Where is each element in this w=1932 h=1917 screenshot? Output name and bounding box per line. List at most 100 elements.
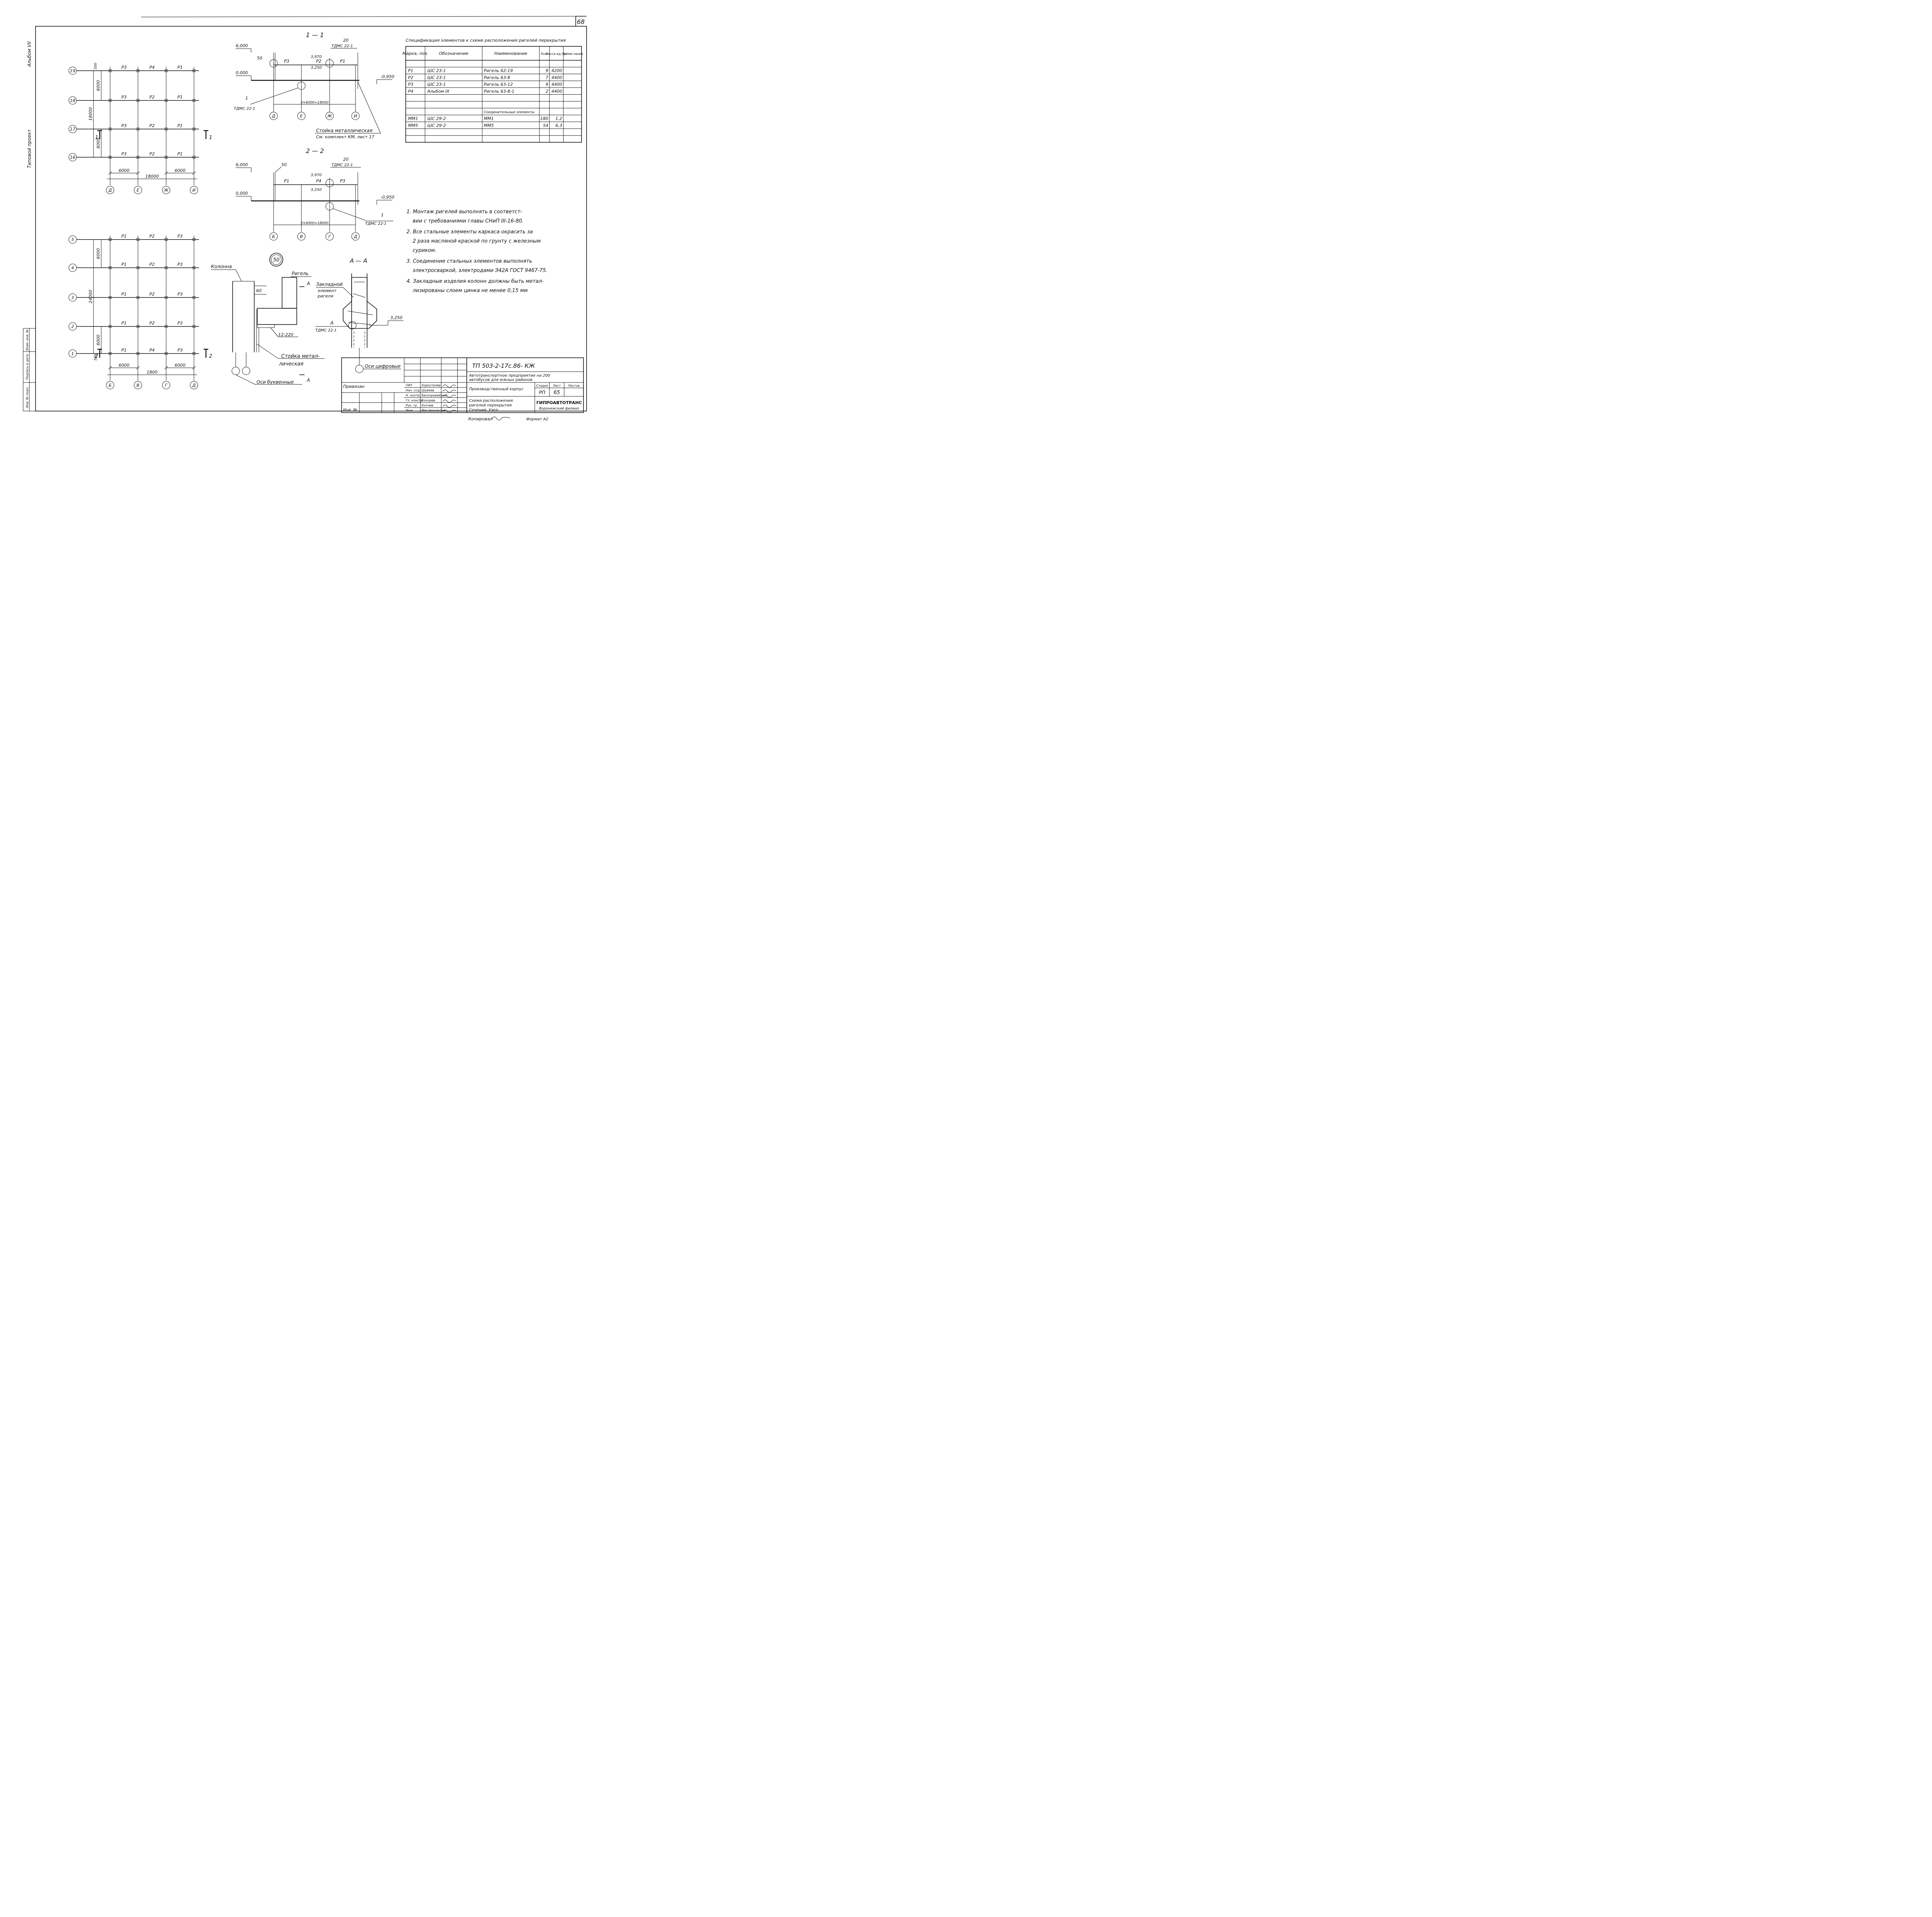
section-a-a: А — А Оси цифровые Закладной элемент риг… (315, 257, 403, 373)
spec-cell: ШС 23-1 (427, 75, 446, 80)
beam-label: Р3 (121, 151, 127, 156)
beam-label: Р3 (177, 348, 183, 353)
spec-cell: ММ5 (484, 123, 494, 128)
beam-label: Р1 (177, 151, 183, 156)
svg-text:А: А (330, 320, 333, 326)
axis-marker (351, 232, 360, 241)
beam-label: Р2 (150, 292, 155, 297)
svg-text:ТДМС 22-1: ТДМС 22-1 (332, 44, 353, 48)
row-axis-marker (68, 125, 77, 133)
svg-text:А: А (306, 281, 310, 286)
spec-cell: ШС 23-1 (427, 82, 446, 87)
svg-text:лическая: лическая (279, 361, 303, 367)
beam-label: Р3 (121, 123, 127, 128)
beam-label: Р1 (121, 321, 127, 326)
svg-text:3,970: 3,970 (311, 173, 322, 177)
svg-text:6,000: 6,000 (236, 43, 248, 48)
svg-text:Автотранспортное предприятие н: Автотранспортное предприятие на 200 (469, 374, 550, 378)
section-mark: 1 (95, 135, 98, 141)
spec-cell: 4200 (551, 68, 562, 73)
section-mark: 2 (209, 353, 212, 359)
spec-header: Марка, поз. (403, 51, 429, 56)
beam-label: Р2 (150, 95, 155, 100)
spec-cell: Р4 (408, 89, 413, 94)
beam-label: Р4 (150, 65, 155, 70)
spec-cell: Р3 (408, 82, 413, 87)
svg-text:Воронежский филиал: Воронежский филиал (539, 407, 579, 411)
copier-signature (491, 416, 510, 420)
role: Инж. (406, 409, 414, 412)
svg-text:ТДМС 22-1: ТДМС 22-1 (332, 163, 353, 167)
spec-header: Кол. (541, 52, 548, 56)
dim-total: 18000 (145, 174, 159, 179)
spec-cell: 4400 (551, 82, 562, 87)
svg-text:3,970: 3,970 (311, 55, 322, 59)
axis-label: В (300, 234, 303, 239)
column-axis-marker (162, 186, 170, 194)
signature (442, 389, 456, 393)
svg-text:3×6000=18000: 3×6000=18000 (301, 221, 329, 225)
spec-cell: 180 (540, 116, 548, 121)
row-axis-label: 5 (71, 237, 74, 242)
column-axis-marker (106, 186, 114, 194)
section-mark: 2 (95, 353, 98, 359)
axis-label: Е (300, 114, 303, 119)
row-axis-label: 19 (70, 68, 75, 73)
spec-cell: Ригель 62-19 (484, 68, 513, 73)
section-1-note: Стойка металлическая (316, 128, 372, 133)
svg-text:Привязан: Привязан (343, 384, 364, 389)
section-1-title: 1 — 1 (306, 31, 324, 39)
row-axis-marker (68, 263, 77, 272)
svg-text:6,000: 6,000 (236, 162, 248, 167)
svg-text:Стойка метал-: Стойка метал- (281, 353, 320, 359)
spec-cell: Р1 (408, 68, 413, 73)
svg-text:элемент: элемент (318, 288, 337, 293)
spec-cell: 2 (546, 89, 548, 94)
row-axis-marker (68, 66, 77, 75)
svg-text:Лист: Лист (553, 384, 561, 387)
beam-label: Р1 (121, 348, 127, 353)
column-axis-marker (134, 186, 142, 194)
beam-label: Р1 (121, 292, 127, 297)
name: Кокорев (422, 399, 435, 402)
svg-text:Оси цифровые: Оси цифровые (365, 364, 401, 369)
svg-text:ригелей перекрытия: ригелей перекрытия (469, 403, 512, 408)
column-axis-label: Д (192, 383, 196, 388)
role: Рук. гр. (406, 404, 418, 407)
spec-cell: 9 (546, 82, 548, 87)
dim-span: 6000 (96, 335, 101, 345)
note-line: 2 раза масляной краской по грунту с желе… (413, 238, 541, 244)
dim-small: 500 (94, 63, 98, 69)
svg-text:3,250: 3,250 (311, 188, 322, 192)
beam-label: Р3 (121, 65, 127, 70)
note-line: 4. Закладные изделия колонн должны быть … (406, 279, 544, 284)
beam-label: Р1 (121, 234, 127, 239)
spec-header: Масса ед., кг (546, 52, 567, 56)
page-number: 68 (577, 18, 585, 25)
column-axis-label: Ж (163, 188, 169, 193)
axis-marker (269, 232, 278, 241)
svg-text:0,000: 0,000 (236, 70, 248, 75)
svg-text:Р1: Р1 (340, 59, 345, 64)
beam-label: Р4 (150, 348, 155, 353)
axis-marker (325, 232, 334, 241)
name: Бескоровайный (422, 394, 447, 397)
svg-text:Р1: Р1 (284, 178, 289, 184)
svg-text:Р3: Р3 (284, 59, 289, 64)
role: ГИП (406, 384, 412, 387)
svg-text:Схема расположения: Схема расположения (469, 399, 513, 403)
axis-label: Д (272, 114, 276, 119)
beam-label: Р3 (177, 292, 183, 297)
svg-text:А: А (306, 377, 310, 383)
spec-cell: 7 (546, 75, 548, 80)
svg-text:50: 50 (257, 56, 262, 61)
svg-text:-0,950: -0,950 (381, 74, 394, 79)
spec-cell: Ригель 63-8 (484, 75, 510, 80)
column-axis-marker (134, 381, 142, 389)
row-axis-label: 18 (70, 98, 75, 103)
section-1-1: 1 — 1 6,000 0,000 -0,950 3,970 3,250 Р3 … (234, 31, 394, 139)
